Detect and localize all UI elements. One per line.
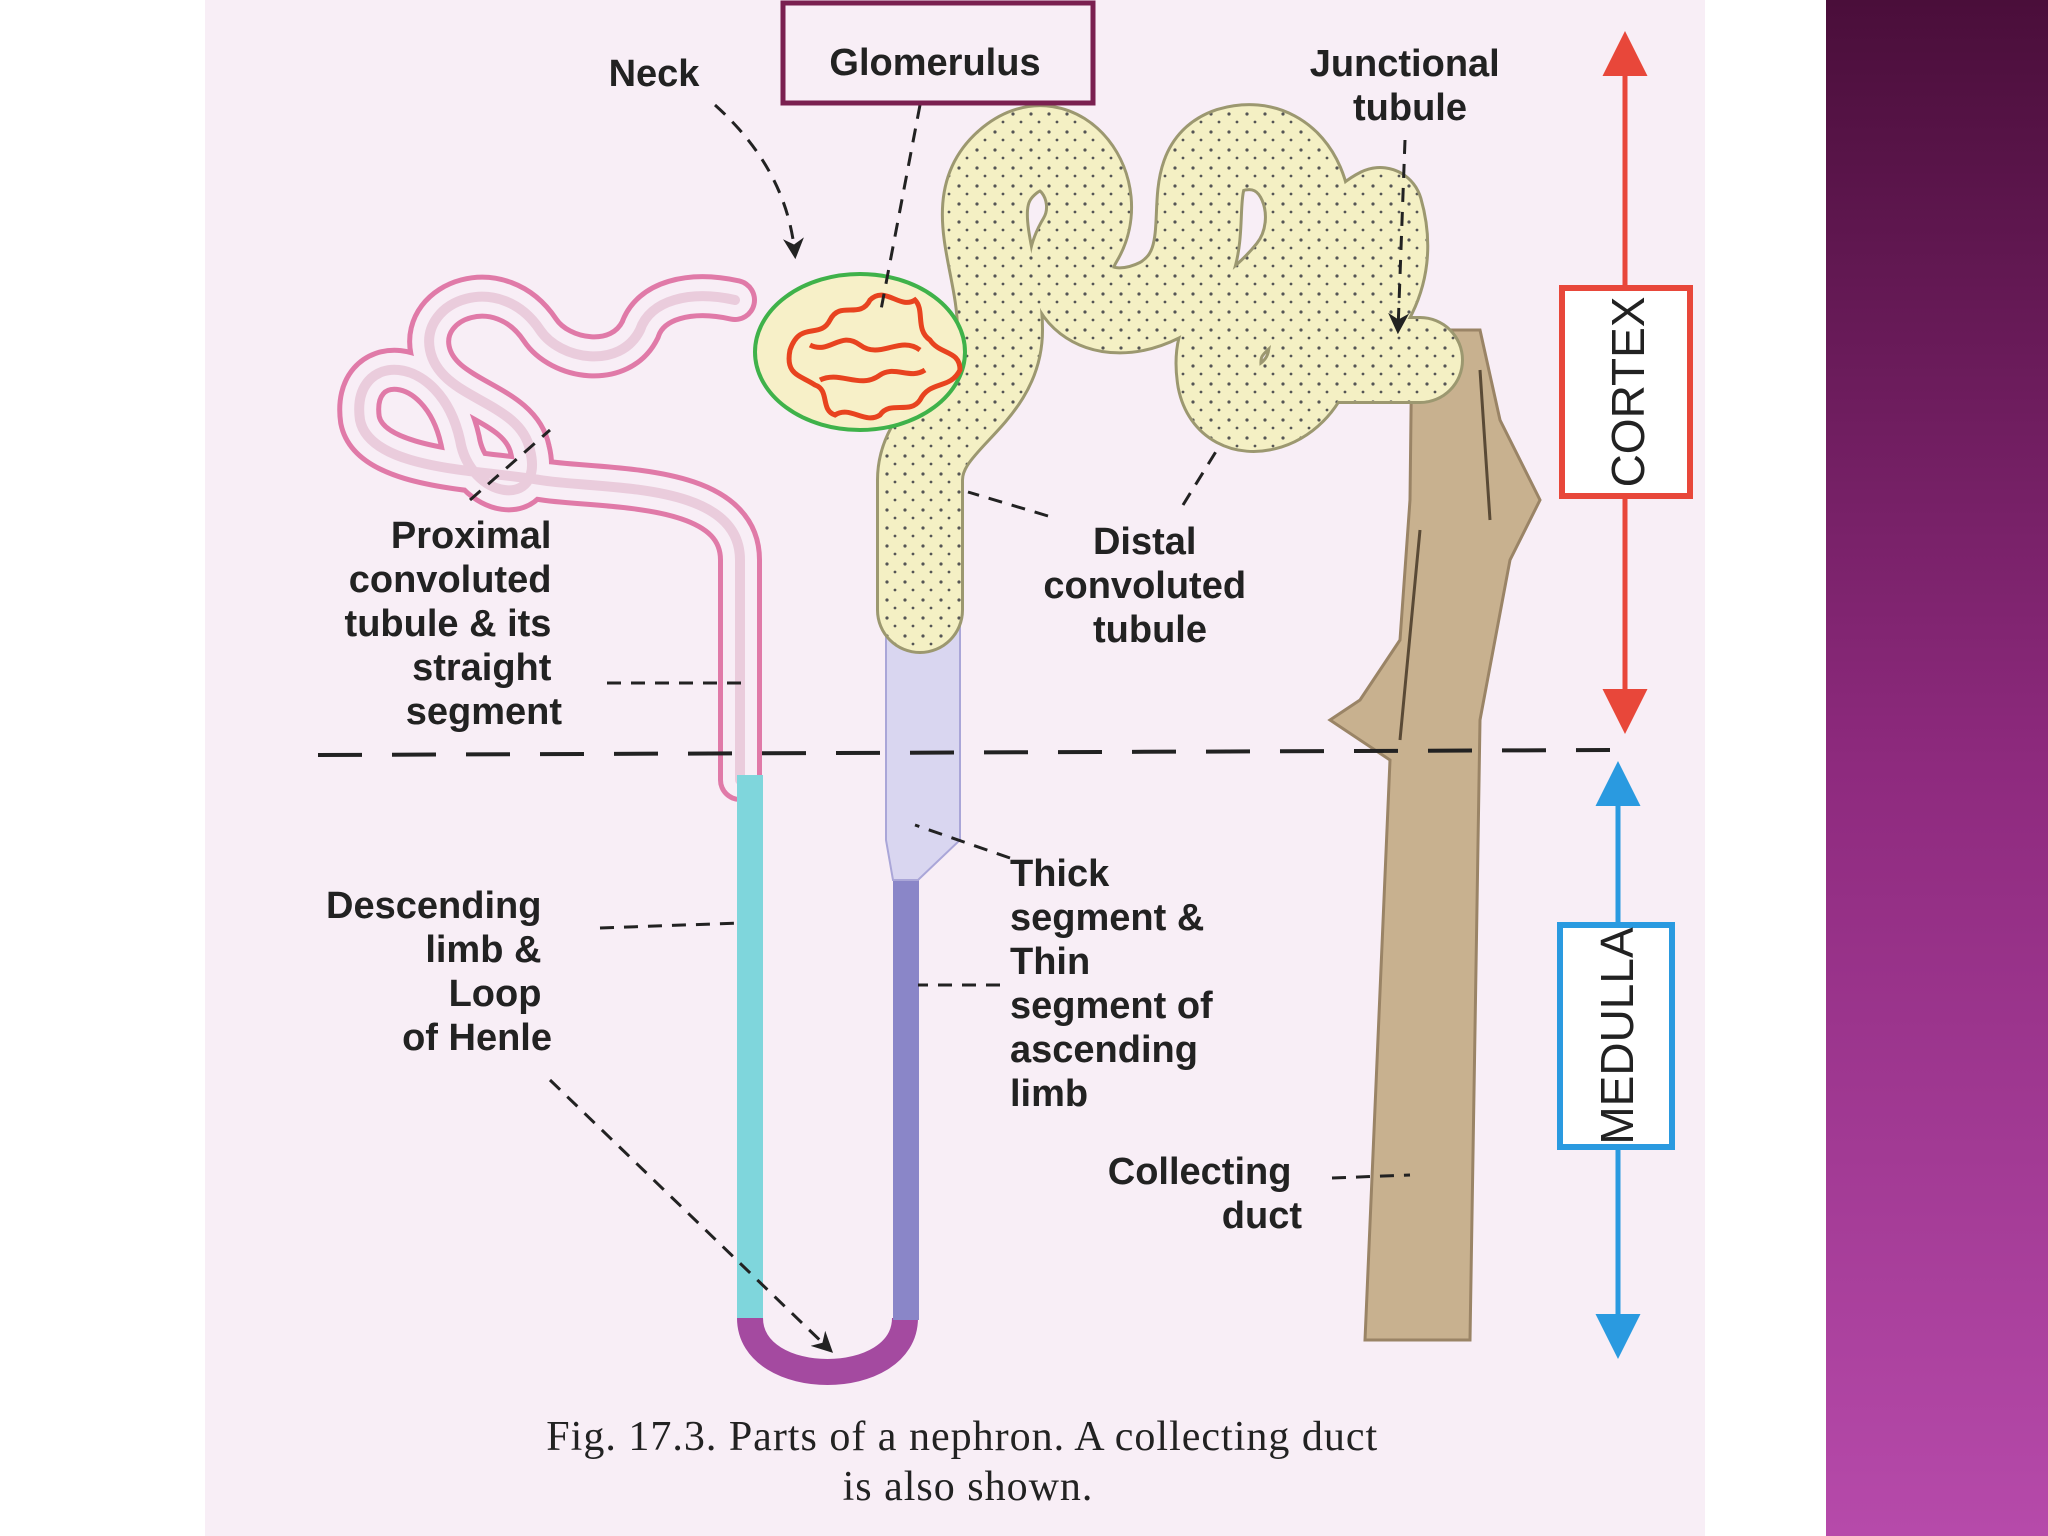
label-junctional-line: Junctional: [1310, 43, 1500, 85]
neck-leader: [713, 103, 804, 260]
label-descending-line: Descending: [326, 885, 541, 927]
distal-leader-1: [967, 490, 1049, 518]
loop-leader: [548, 1078, 834, 1353]
label-thick-line: ascending: [1010, 1029, 1198, 1071]
label-proximal-line: segment: [406, 691, 563, 733]
label-collecting-line: duct: [1222, 1195, 1303, 1237]
glomerulus-capillaries: [786, 292, 963, 421]
distal-tubule-fill: [879, 106, 1461, 651]
medulla-label: MEDULLA: [1591, 927, 1643, 1145]
figure-caption-line: is also shown.: [843, 1464, 1094, 1510]
label-junctional: Junctional tubule: [1310, 43, 1511, 129]
label-descending-line: of Henle: [402, 1017, 552, 1059]
label-thick-line: segment of: [1010, 985, 1213, 1027]
label-descending: Descending limb & Loop of Henle: [326, 885, 552, 1059]
label-distal-line: tubule: [1093, 609, 1207, 651]
cortex-medulla-boundary: [317, 748, 1611, 757]
label-junctional-line: tubule: [1353, 87, 1467, 129]
junctional-leader: [1388, 139, 1410, 335]
label-thick-line: Thick: [1010, 853, 1110, 895]
label-thick-thin: Thick segment & Thin segment of ascendin…: [1010, 853, 1223, 1115]
label-descending-line: limb &: [425, 929, 541, 971]
proximal-tubule-core: [354, 291, 745, 785]
label-collecting-line: Collecting: [1108, 1151, 1292, 1193]
label-distal: Distal convoluted tubule: [1043, 521, 1256, 651]
label-distal-line: convoluted: [1043, 565, 1246, 607]
loop-of-henle-bottom: [737, 1316, 918, 1385]
thin-ascending-limb: [893, 880, 919, 1320]
label-proximal-line: convoluted: [349, 559, 552, 601]
thick-leader: [914, 823, 1011, 860]
side-band: [1826, 0, 2048, 1536]
label-proximal-line: Proximal: [391, 515, 552, 557]
collecting-duct: [1327, 328, 1542, 1342]
label-proximal-line: tubule & its: [345, 603, 552, 645]
glomerulus-leader: [878, 104, 922, 316]
label-thick-line: segment &: [1010, 897, 1204, 939]
label-thick-line: limb: [1010, 1073, 1088, 1115]
figure-caption: Fig. 17.3. Parts of a nephron. A collect…: [546, 1414, 1389, 1510]
collecting-leader: [1331, 1173, 1411, 1180]
label-glomerulus: Glomerulus: [829, 42, 1040, 84]
glomerulus-highlight-box: [780, 0, 1096, 106]
proximal-leader: [469, 428, 551, 502]
cortex-label: CORTEX: [1602, 297, 1654, 488]
descending-limb: [737, 775, 763, 1320]
label-distal-line: Distal: [1093, 521, 1196, 563]
label-collecting: Collecting duct: [1108, 1151, 1303, 1237]
label-proximal-line: straight: [412, 647, 552, 689]
label-neck: Neck: [609, 53, 701, 95]
medulla-box: [1557, 922, 1675, 1150]
distal-leader-2: [1181, 444, 1222, 506]
figure-caption-line: Fig. 17.3. Parts of a nephron. A collect…: [546, 1414, 1378, 1460]
label-thick-line: Thin: [1010, 941, 1090, 983]
label-descending-line: Loop: [449, 973, 542, 1015]
label-proximal: Proximal convoluted tubule & its straigh…: [345, 515, 563, 733]
cortex-box: [1559, 285, 1693, 499]
bowmans-capsule: [753, 272, 967, 432]
collecting-duct-inner-line: [1398, 369, 1492, 741]
